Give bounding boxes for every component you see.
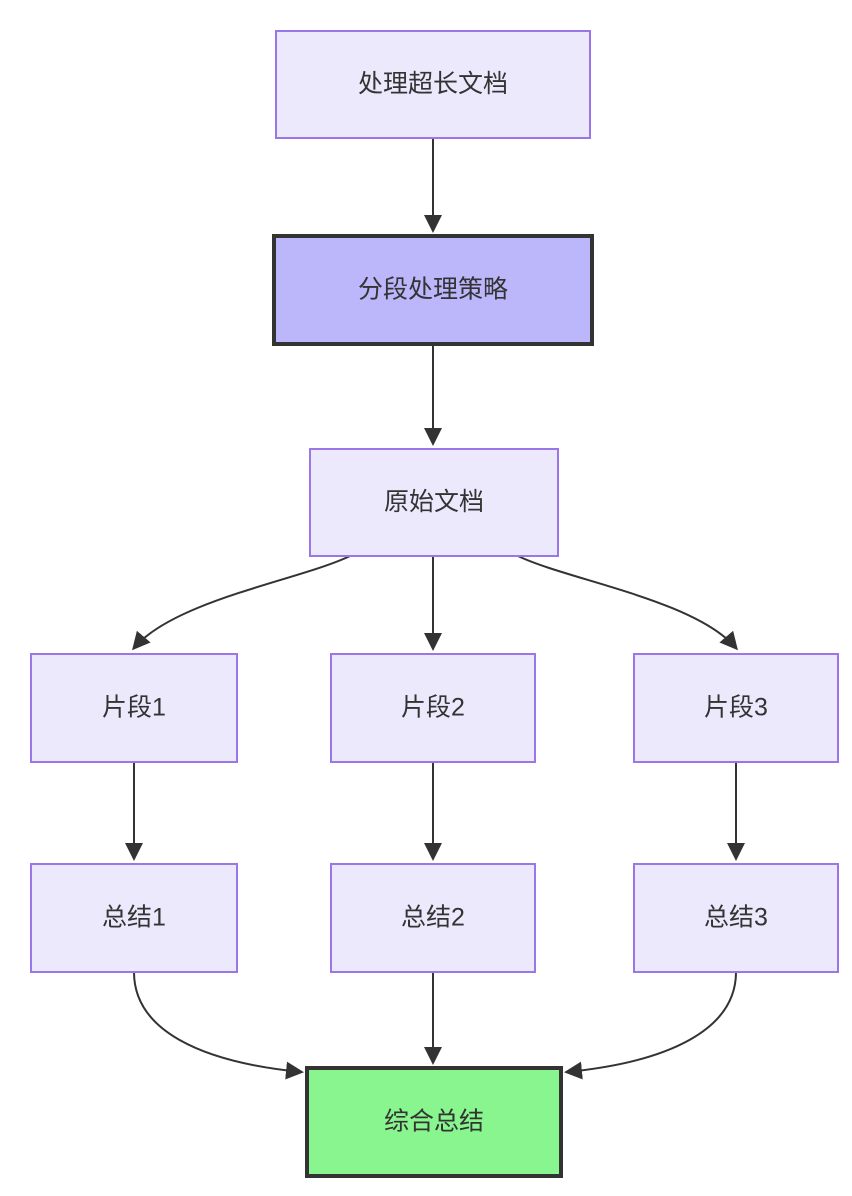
node-box-n3[interactable] (309, 448, 559, 557)
node-box-n6[interactable] (633, 653, 839, 763)
edge-n7-to-n10 (133, 971, 304, 1080)
node-box-n4[interactable] (30, 653, 238, 763)
node-n7[interactable]: 总结1 (30, 863, 238, 973)
node-box-n1[interactable] (275, 30, 591, 139)
node-box-n10[interactable] (305, 1066, 563, 1178)
node-box-n8[interactable] (330, 863, 536, 973)
node-box-n2[interactable] (272, 234, 594, 346)
node-n5[interactable]: 片段2 (330, 653, 536, 763)
node-n10[interactable]: 综合总结 (305, 1066, 563, 1178)
node-n9[interactable]: 总结3 (633, 863, 839, 973)
edge-n3-to-n6 (517, 555, 738, 651)
node-n3[interactable]: 原始文档 (309, 448, 559, 557)
node-box-n7[interactable] (30, 863, 238, 973)
node-box-n5[interactable] (330, 653, 536, 763)
node-n4[interactable]: 片段1 (30, 653, 238, 763)
edges-layer (125, 138, 745, 1080)
edge-n9-to-n10 (564, 971, 737, 1080)
node-n1[interactable]: 处理超长文档 (275, 30, 591, 139)
node-n6[interactable]: 片段3 (633, 653, 839, 763)
edge-n3-to-n4 (132, 555, 351, 651)
node-n8[interactable]: 总结2 (330, 863, 536, 973)
node-box-n9[interactable] (633, 863, 839, 973)
node-n2[interactable]: 分段处理策略 (272, 234, 594, 346)
